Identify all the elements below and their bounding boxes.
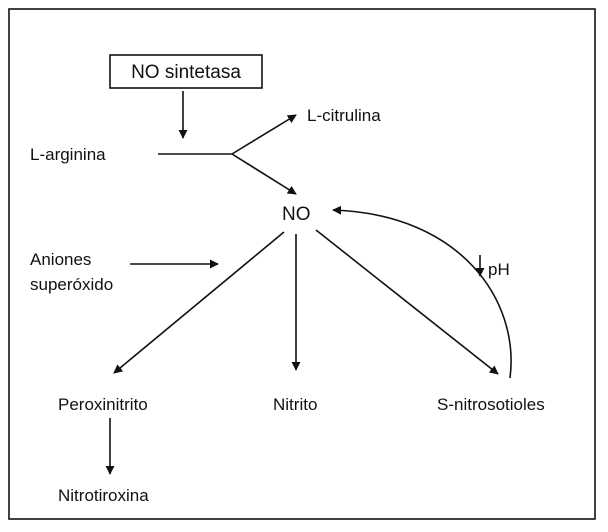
ph-label: pH [488,260,510,279]
enzyme-label: NO sintetasa [131,62,241,83]
enzyme-box [109,54,263,89]
arrow-to-no [231,153,297,195]
center-no-label: NO [282,204,311,225]
diagram-frame [8,8,596,520]
byproduct-label: L-citrulina [307,106,381,125]
product-peroxynitrite-label: Peroxinitrito [58,395,148,414]
anion-label-line1: Aniones [30,250,91,269]
anion-label-line2: superóxido [30,275,113,294]
arrow-to-citrulline [231,114,297,155]
product-nitrotyrosine-label: Nitrotiroxina [58,486,149,505]
arrow-no-to-peroxynitrite [113,231,285,374]
substrate-label: L-arginina [30,145,106,164]
product-snitrosothiols-label: S-nitrosotioles [437,395,545,414]
arrow-no-to-snitrosothiols [315,229,499,375]
product-nitrite-label: Nitrito [273,395,317,414]
arrow-snitrosothiols-to-no [332,205,512,379]
